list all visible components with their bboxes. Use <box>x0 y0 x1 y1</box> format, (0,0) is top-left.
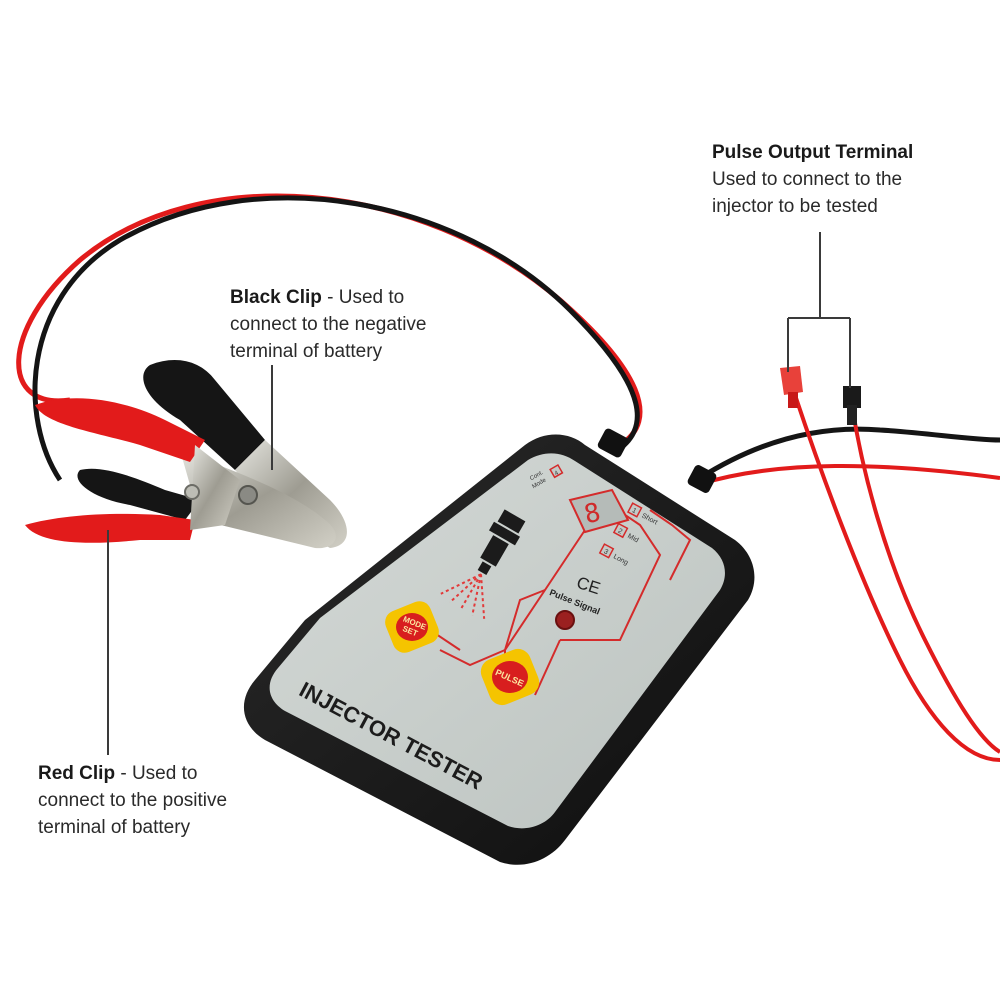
leader-lines <box>107 232 851 755</box>
pulse-output-title: Pulse Output Terminal <box>712 142 914 163</box>
indicator-2-label: 2 <box>617 528 624 536</box>
pulse-signal-led <box>555 610 575 630</box>
display-digit: 8 <box>581 498 603 531</box>
cable-grommet-right <box>687 465 717 493</box>
pulse-red-lead <box>793 394 1000 762</box>
red-pin-terminal <box>780 366 803 408</box>
red-clip-line-3: terminal of battery <box>38 817 191 838</box>
black-clip-title: Black Clip <box>230 287 322 308</box>
pulse-output-callout: Pulse Output Terminal Used to connect to… <box>712 139 992 220</box>
injector-spray-icon <box>440 509 526 619</box>
pulse-output-line-1: Used to connect to the <box>712 169 903 190</box>
mode-set-button[interactable]: MODE SET <box>382 598 443 657</box>
right-wires <box>698 366 1000 762</box>
pulse-output-line-2: injector to be tested <box>712 196 878 217</box>
indicator-1-label: 1 <box>631 507 638 515</box>
red-clip-line-2: connect to the positive <box>38 790 228 811</box>
black-clip-line-1: Black Clip - Used to <box>230 284 530 311</box>
red-clip-sep: - Used to <box>115 763 198 784</box>
indicator-4-label: 4 <box>554 470 560 477</box>
indicator-3-label: 3 <box>602 548 609 556</box>
red-clip <box>25 398 240 543</box>
red-clip-callout: Red Clip - Used to connect to the positi… <box>38 760 338 841</box>
pulse-button[interactable]: PULSE <box>477 645 543 709</box>
mid-indicator: 2 Mid <box>612 522 640 545</box>
red-clip-title: Red Clip <box>38 763 116 784</box>
pulse-leader-line <box>787 232 851 388</box>
black-lead-wire <box>32 195 640 482</box>
black-pin-terminal <box>843 386 861 425</box>
left-wires <box>16 193 643 482</box>
seven-segment-display: 8 <box>568 488 630 534</box>
red-clip-line-1: Red Clip - Used to <box>38 760 338 787</box>
black-clip-line-3: terminal of battery <box>230 341 383 362</box>
black-clip-sep: - Used to <box>321 287 405 308</box>
black-clip-callout: Black Clip - Used to connect to the nega… <box>230 284 530 365</box>
black-clip-line-2: connect to the negative <box>230 314 427 335</box>
cable-grommet-left <box>597 428 629 458</box>
output-red-wire <box>699 464 1000 486</box>
pulse-black-lead <box>850 404 1000 754</box>
mid-label: Mid <box>626 533 639 545</box>
output-black-wire <box>698 426 1000 481</box>
